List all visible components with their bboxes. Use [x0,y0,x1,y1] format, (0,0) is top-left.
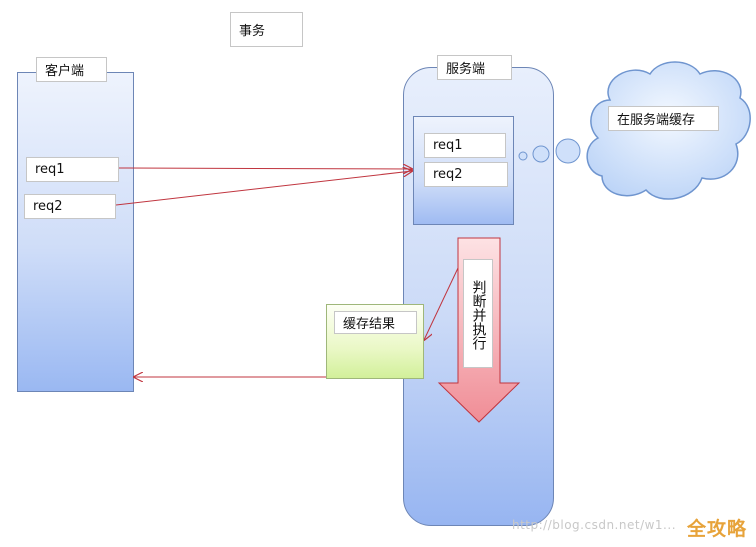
thought-bubble-medium [532,145,550,163]
corner-logo: 全攻略 [687,518,748,540]
cloud-label: 在服务端缓存 [608,106,719,131]
server-label: 服务端 [437,55,512,80]
transaction-label: 事务 [230,12,303,47]
req2-arrow [115,171,412,206]
client-request-1: req1 [26,157,119,182]
cache-arrow [424,267,459,340]
server-queue-request-2: req2 [424,162,508,187]
client-label: 客户端 [36,57,107,82]
execute-label: 判断并执行 [463,259,493,368]
watermark-text: http://blog.csdn.net/w1... [512,518,677,532]
cache-result-label: 缓存结果 [334,311,417,334]
thought-bubble-small [518,151,528,161]
server-queue-request-1: req1 [424,133,506,158]
req1-arrow [118,168,412,169]
thought-bubble-large [555,138,581,164]
client-request-2: req2 [24,194,116,219]
client-column [17,72,134,392]
